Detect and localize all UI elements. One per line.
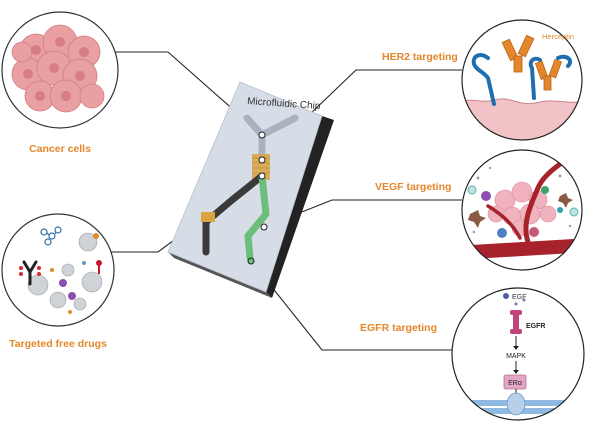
- antibody-red-dots: [19, 266, 41, 276]
- nanoparticles: [27, 232, 103, 311]
- immune-cells: [481, 186, 563, 238]
- dark-channel: [202, 172, 266, 256]
- cell-membrane: [462, 98, 582, 140]
- drug-payload-dots: [50, 233, 99, 314]
- marker-inlet: [258, 131, 266, 139]
- marker-green-end: [247, 257, 255, 265]
- herceptin-label: Herceptin: [542, 32, 574, 41]
- cancer-cells-label: Cancer cells: [29, 143, 91, 155]
- mapk-text: MAPK: [506, 353, 526, 360]
- green-channel: [244, 172, 270, 262]
- chip-title: Microfluidic Chip: [247, 96, 321, 112]
- herceptin-antibody-icon: [501, 34, 563, 91]
- fibroblasts: [468, 193, 573, 228]
- egfr-panel: EGF EGFR MAPK ERα: [451, 287, 585, 421]
- microfluidic-chip: Microfluidic Chip: [167, 81, 334, 298]
- free-drugs-label: Targeted free drugs: [9, 338, 107, 350]
- egfr-text: EGFR: [526, 323, 545, 330]
- vegf-particles: [472, 166, 572, 234]
- her2-panel: Herceptin: [461, 19, 583, 141]
- vegf-label: VEGF targeting: [375, 181, 451, 193]
- her2-label: HER2 targeting: [382, 51, 458, 63]
- er-alpha-box: [503, 374, 527, 390]
- chip-side-edge: [266, 116, 334, 298]
- vessel-branch: [523, 161, 563, 245]
- drug-molecule-icon: [40, 226, 62, 246]
- blood-vessel: [462, 238, 582, 260]
- egf-text: EGF: [512, 294, 526, 301]
- her2-receptor-icon: [471, 53, 573, 106]
- egf-ligand-icon: [503, 293, 509, 299]
- virus-icons: [467, 185, 579, 217]
- egfr-receptor-icon: [510, 310, 522, 334]
- egfr-label: EGFR targeting: [360, 322, 437, 334]
- upper-electrode: [252, 154, 270, 180]
- antibody-icon: [22, 260, 38, 286]
- connector-egfr: [250, 260, 455, 351]
- lower-electrode: [201, 212, 215, 222]
- marker-green-mid: [260, 223, 268, 231]
- marker-electrode: [258, 156, 266, 164]
- marker-junction: [258, 172, 266, 180]
- cancer-cells-panel: [1, 11, 119, 129]
- er-dimer-on-dna: [506, 392, 526, 416]
- er-alpha-text: ERα: [508, 380, 522, 387]
- free-drugs-panel: [1, 213, 115, 327]
- chip-bottom-edge: [168, 252, 272, 298]
- cancer-cell-nuclei: [23, 37, 89, 101]
- toxin-icon: [96, 260, 102, 274]
- vegf-panel: [461, 149, 583, 271]
